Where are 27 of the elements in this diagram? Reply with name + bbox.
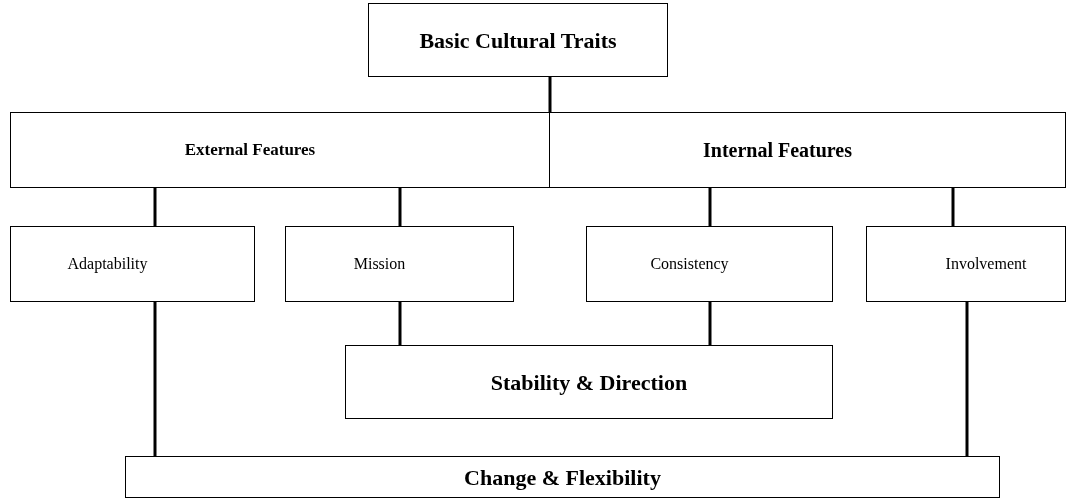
text-box xyxy=(10,226,255,302)
connector-line xyxy=(708,302,712,345)
box-label: External Features xyxy=(184,139,316,162)
box-label: Involvement xyxy=(945,254,1027,274)
connector-line xyxy=(398,302,402,345)
text-box xyxy=(586,226,833,302)
connector-line xyxy=(708,188,712,226)
box-label: Change & Flexibility xyxy=(464,463,661,492)
text-box xyxy=(549,112,1066,188)
text-box xyxy=(866,226,1066,302)
connector-line xyxy=(153,188,157,226)
box-label: Basic Cultural Traits xyxy=(419,26,617,55)
text-box xyxy=(10,112,550,188)
connector-line xyxy=(965,302,969,456)
text-box xyxy=(285,226,514,302)
box-label: Adaptability xyxy=(67,254,148,275)
connector-line xyxy=(398,188,402,226)
connector-line xyxy=(951,188,955,226)
text-box xyxy=(125,456,1000,498)
connector-line xyxy=(548,77,552,112)
box-label: Consistency xyxy=(650,254,729,275)
text-box xyxy=(345,345,833,419)
box-label: Mission xyxy=(353,254,406,274)
text-box xyxy=(368,3,668,77)
box-label: Internal Features xyxy=(702,138,853,163)
connector-line xyxy=(153,302,157,456)
box-label: Stability & Direction xyxy=(490,368,688,397)
